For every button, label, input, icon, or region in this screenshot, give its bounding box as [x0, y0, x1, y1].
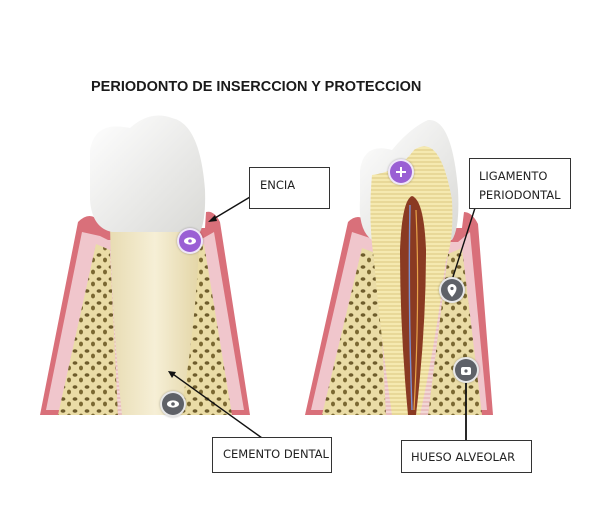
hotspot-encia[interactable]	[177, 228, 203, 254]
leader-lines	[168, 196, 476, 442]
eye-icon	[167, 400, 179, 408]
right-pulp	[400, 196, 426, 415]
plus-icon	[396, 167, 406, 177]
label-cemento-dental: CEMENTO DENTAL	[212, 437, 332, 473]
label-ligamento-periodontal: LIGAMENTO PERIODONTAL	[469, 158, 571, 209]
left-root	[110, 225, 200, 415]
label-encia-text: ENCIA	[260, 178, 296, 192]
right-bone-left	[322, 248, 386, 415]
left-bone-left	[58, 244, 118, 415]
left-tooth	[40, 115, 250, 415]
camera-icon	[461, 366, 471, 375]
eye-icon	[184, 237, 196, 245]
label-cemento-text: CEMENTO DENTAL	[223, 447, 329, 461]
hotspot-hueso[interactable]	[453, 357, 479, 383]
location-pin-icon	[447, 283, 457, 297]
label-hueso-text: HUESO ALVEOLAR	[411, 450, 516, 464]
label-hueso-alveolar: HUESO ALVEOLAR	[401, 440, 532, 473]
hotspot-cemento[interactable]	[160, 391, 186, 417]
page-title: PERIODONTO DE INSERCCION Y PROTECCION	[91, 79, 422, 95]
hotspot-dentina[interactable]	[388, 159, 414, 185]
left-crown	[90, 115, 206, 232]
right-tooth	[305, 119, 493, 416]
label-ligamento-line2: PERIODONTAL	[479, 188, 561, 202]
label-encia: ENCIA	[249, 167, 330, 209]
label-ligamento-line1: LIGAMENTO	[479, 169, 548, 183]
hotspot-ligamento[interactable]	[439, 277, 465, 303]
